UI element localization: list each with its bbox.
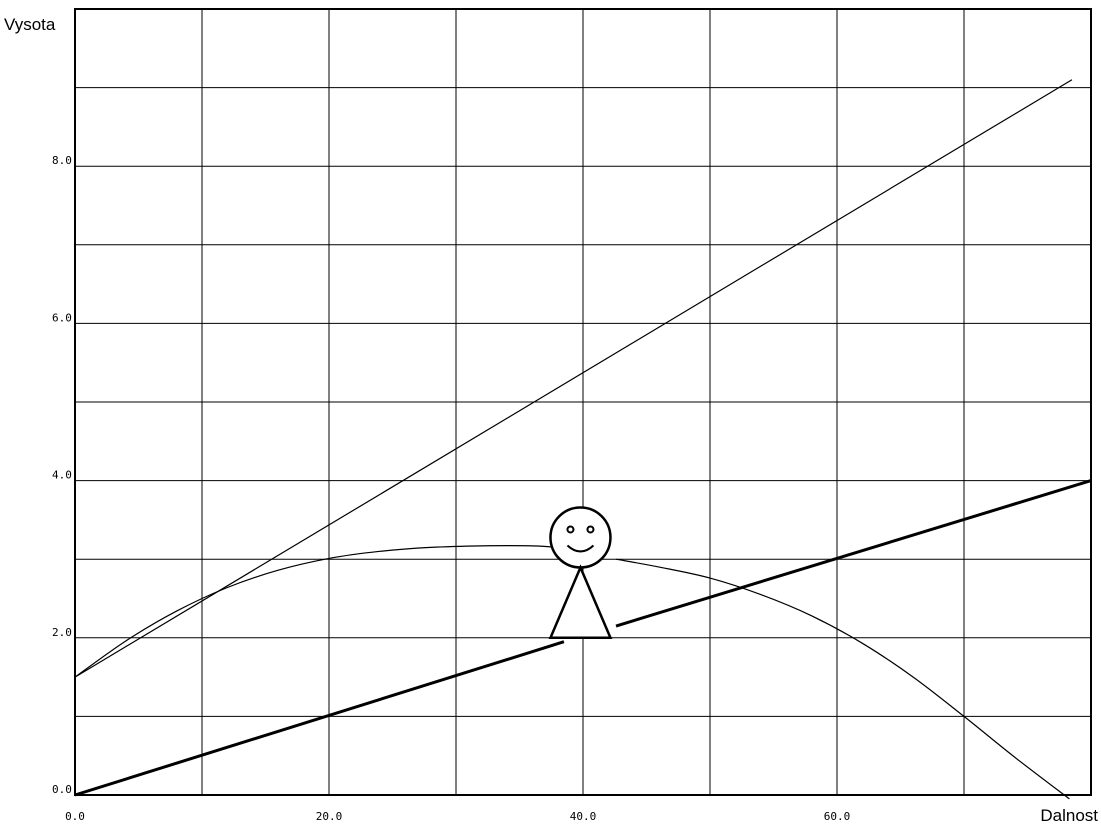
series-line-thin [74, 79, 1073, 678]
figure-eye-left [566, 525, 575, 534]
series-line-curve [74, 545, 558, 678]
x-axis-label: Dalnost [1040, 806, 1098, 825]
x-tick-label: 40.0 [570, 810, 597, 823]
series-line-thick [74, 640, 565, 797]
x-tick-labels: 0.0 20.0 40.0 60.0 [65, 810, 850, 823]
grid-lines [75, 9, 1091, 795]
y-axis-label: Vysota [4, 15, 56, 34]
figure-body [548, 564, 613, 640]
x-tick-label: 20.0 [316, 810, 343, 823]
x-tick-label: 60.0 [824, 810, 851, 823]
figure-head [549, 506, 612, 569]
x-tick-label: 0.0 [65, 810, 85, 823]
y-tick-label: 0.0 [52, 783, 72, 796]
y-tick-labels: 0.0 2.0 4.0 6.0 8.0 [52, 154, 72, 796]
y-tick-label: 2.0 [52, 626, 72, 639]
plot-frame [74, 8, 1092, 796]
stick-figure [548, 506, 613, 640]
y-tick-label: 4.0 [52, 469, 72, 482]
series-group [74, 79, 1092, 800]
series-line-curve [615, 558, 1070, 800]
series-line-thick [615, 479, 1092, 628]
figure-smile [566, 544, 595, 553]
y-tick-label: 6.0 [52, 311, 72, 324]
y-tick-label: 8.0 [52, 154, 72, 167]
figure-eye-right [586, 525, 595, 534]
